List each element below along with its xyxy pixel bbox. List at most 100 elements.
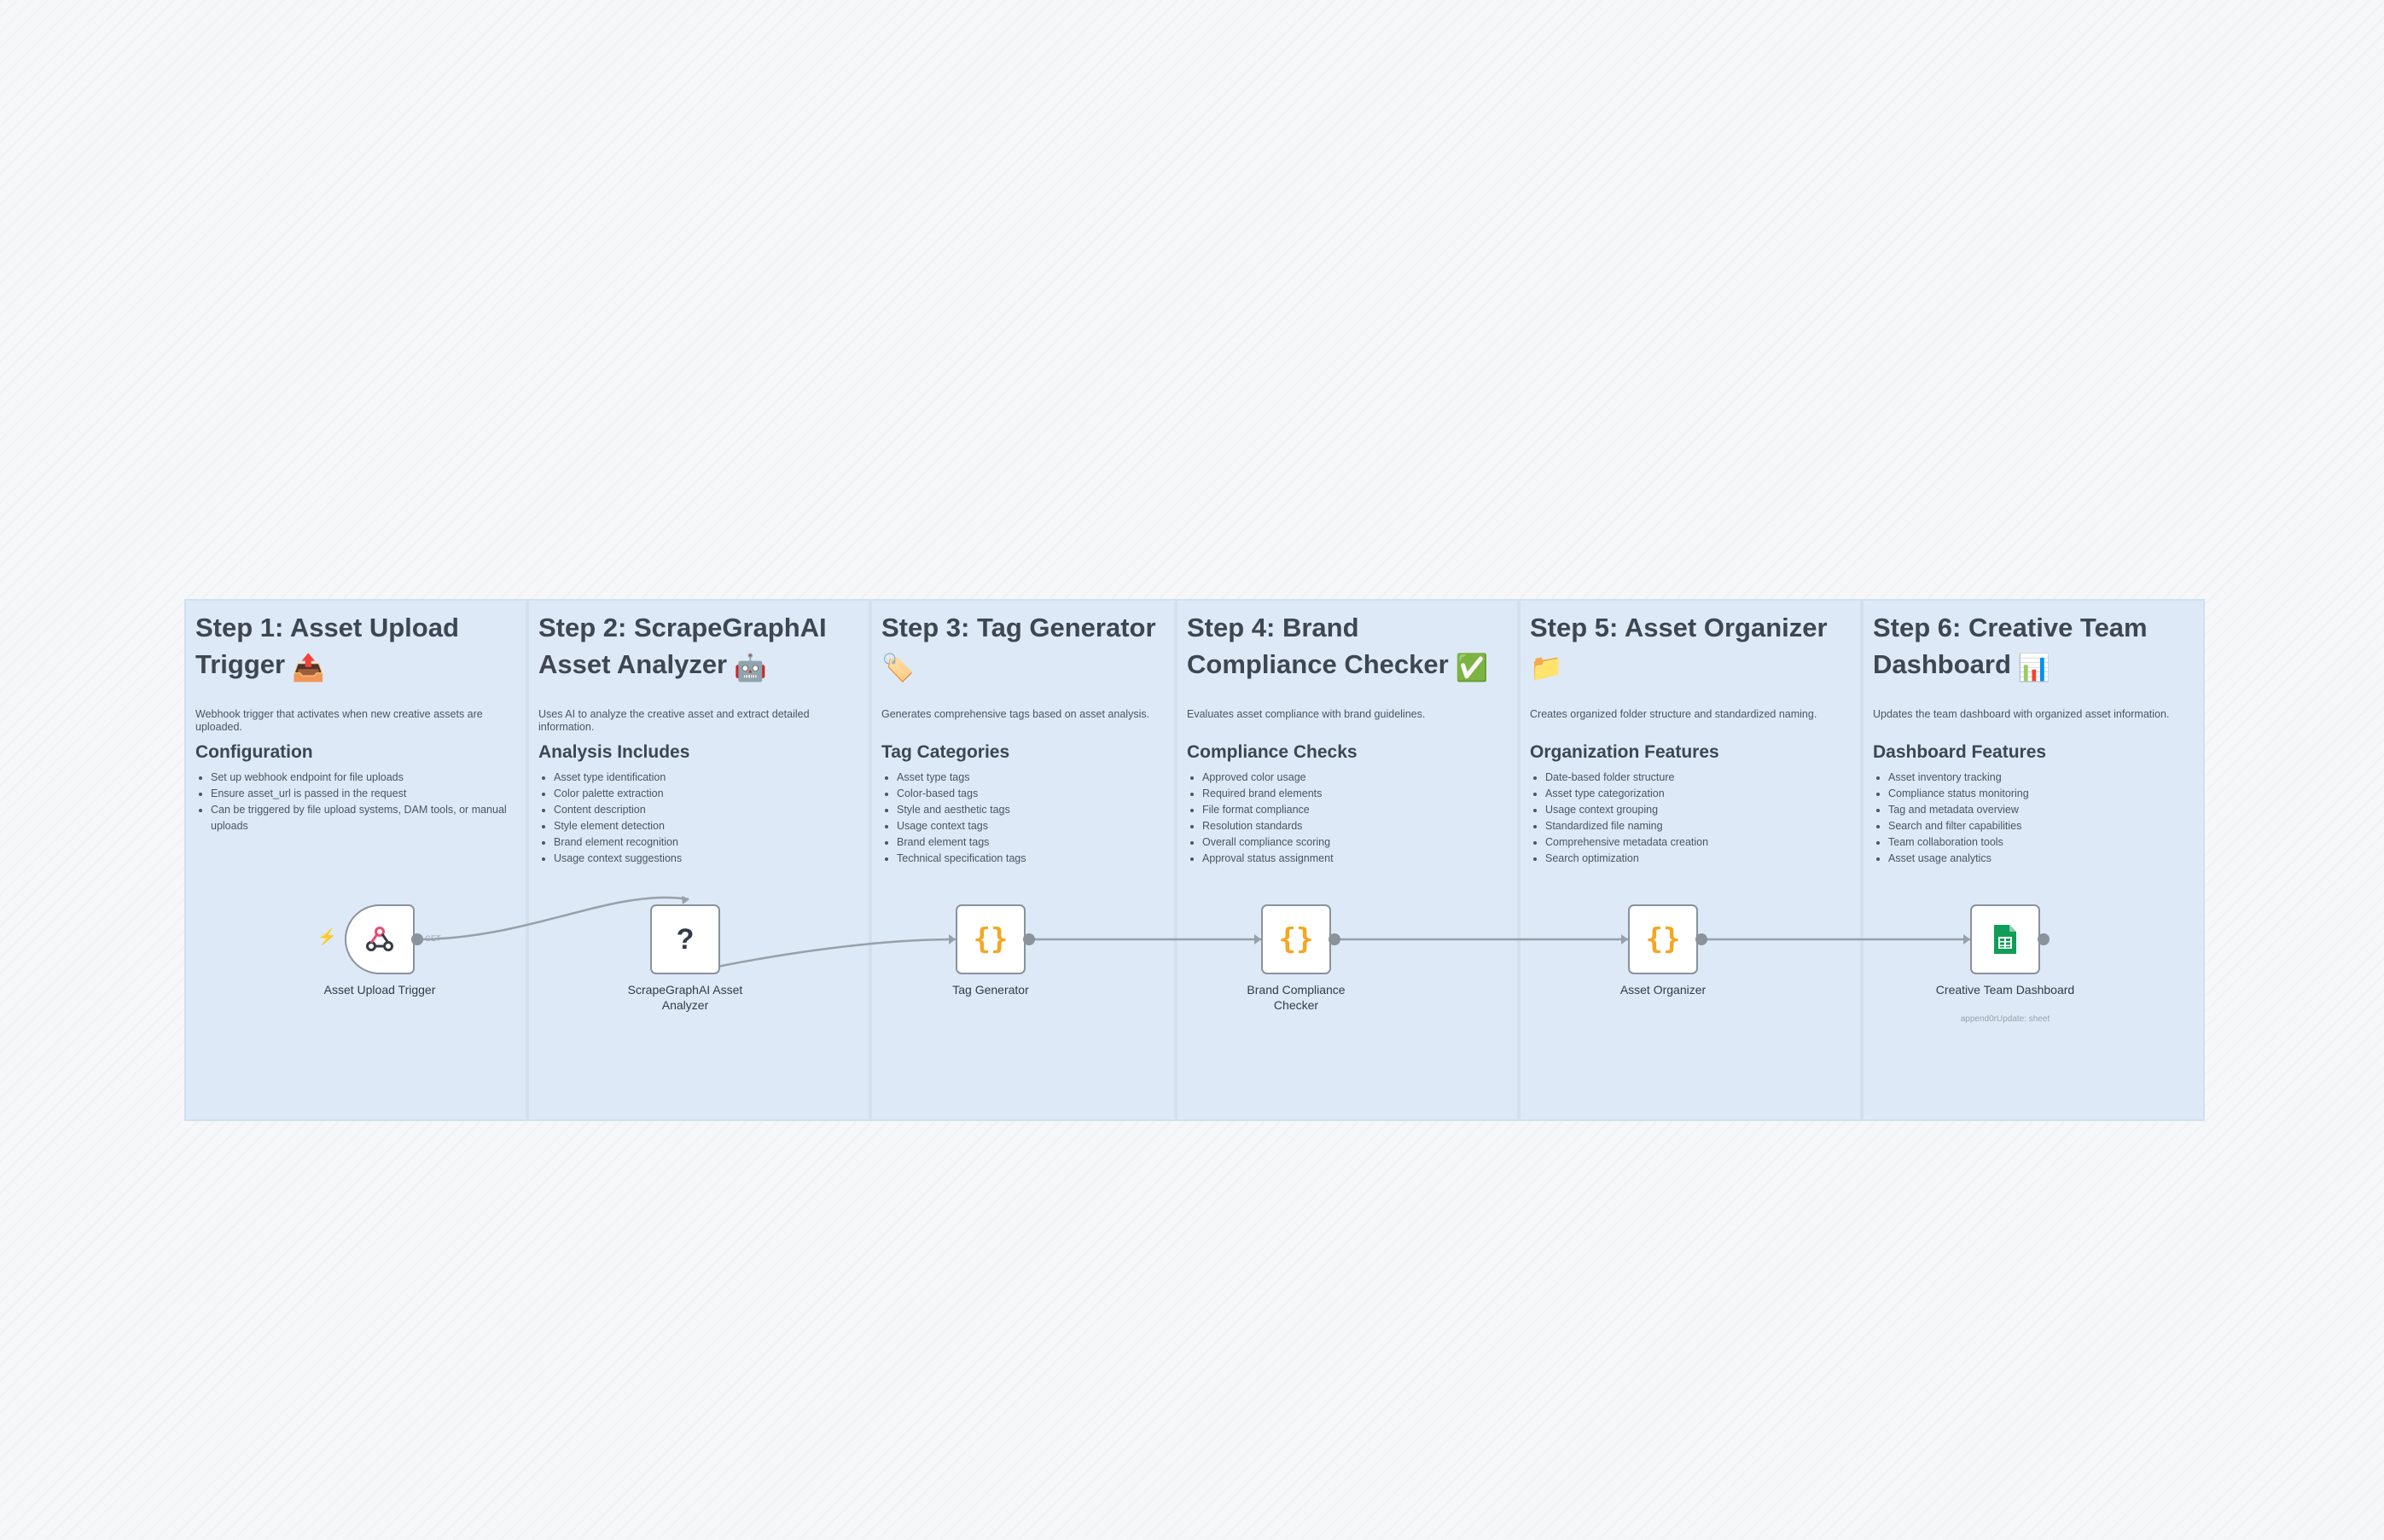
list-item: Required brand elements <box>1202 786 1508 802</box>
note-title: Step 5: Asset Organizer📁 <box>1530 609 1851 686</box>
sticky-note-step-2[interactable]: Step 2: ScrapeGraphAI Asset Analyzer🤖 Us… <box>527 599 870 1121</box>
sticky-note-step-4[interactable]: Step 4: Brand Compliance Checker✅ Evalua… <box>1176 599 1519 1121</box>
arrow-head <box>949 934 956 944</box>
webhook-method-label: GET <box>425 934 441 943</box>
code-braces-icon: {} <box>1645 922 1681 956</box>
list-item: File format compliance <box>1202 802 1508 818</box>
list-item: Content description <box>554 802 859 818</box>
list-item: Team collaboration tools <box>1888 834 2194 851</box>
list-item: Approval status assignment <box>1202 851 1508 867</box>
note-title: Step 3: Tag Generator🏷️ <box>881 609 1165 686</box>
list-item: Standardized file naming <box>1545 818 1851 834</box>
list-item: Overall compliance scoring <box>1202 834 1508 851</box>
sticky-note-step-3[interactable]: Step 3: Tag Generator🏷️ Generates compre… <box>870 599 1176 1121</box>
note-subheading: Dashboard Features <box>1873 742 2047 762</box>
sticky-note-step-6[interactable]: Step 6: Creative Team Dashboard📊 Updates… <box>1862 599 2205 1121</box>
note-subheading: Configuration <box>195 742 313 762</box>
note-title: Step 2: ScrapeGraphAI Asset Analyzer🤖 <box>538 609 859 686</box>
list-item: Tag and metadata overview <box>1888 802 2194 818</box>
arrow-head <box>1254 934 1261 944</box>
webhook-icon <box>366 927 393 951</box>
note-title: Step 4: Brand Compliance Checker✅ <box>1187 609 1508 686</box>
list-item: Style and aesthetic tags <box>897 802 1165 818</box>
list-item: Technical specification tags <box>897 851 1165 867</box>
list-item: Style element detection <box>554 818 859 834</box>
trigger-bolt-icon: ⚡ <box>317 928 337 945</box>
node-label: Asset Upload Trigger <box>323 983 436 997</box>
note-description: Evaluates asset compliance with brand gu… <box>1187 708 1426 720</box>
node-brand-compliance-checker[interactable]: {} <box>1261 904 1331 974</box>
note-description: Uses AI to analyze the creative asset an… <box>538 708 810 733</box>
note-description: Webhook trigger that activates when new … <box>195 708 483 733</box>
node-label: Creative Team Dashboard <box>1935 983 2075 997</box>
connection-analyzer-to-tag-generator[interactable] <box>688 938 957 974</box>
note-list: Asset type identification Color palette … <box>538 770 859 867</box>
list-item: Asset type identification <box>554 770 859 786</box>
list-item: Date-based folder structure <box>1545 770 1851 786</box>
list-item: Usage context grouping <box>1545 802 1851 818</box>
note-title: Step 1: Asset Upload Trigger📤 <box>195 609 516 686</box>
list-item: Brand element tags <box>897 834 1165 851</box>
list-item: Asset type categorization <box>1545 786 1851 802</box>
code-braces-icon: {} <box>1278 922 1314 956</box>
note-list: Approved color usage Required brand elem… <box>1187 770 1508 867</box>
list-item: Color palette extraction <box>554 786 859 802</box>
node-label: Asset Organizer <box>1619 983 1707 997</box>
note-title: Step 6: Creative Team Dashboard📊 <box>1873 609 2194 686</box>
note-description: Updates the team dashboard with organize… <box>1873 708 2170 720</box>
node-label: Tag Generator <box>952 983 1029 997</box>
inbox-tray-emoji-icon: 📤 <box>292 653 325 683</box>
list-item: Resolution standards <box>1202 818 1508 834</box>
node-label: ScrapeGraphAI Asset Analyzer <box>627 983 743 1012</box>
output-handle[interactable] <box>1023 933 1035 945</box>
label-tag-emoji-icon: 🏷️ <box>881 653 915 683</box>
arrow-head <box>1963 934 1970 944</box>
list-item: Asset inventory tracking <box>1888 770 2194 786</box>
arrow-head <box>682 896 689 904</box>
list-item: Approved color usage <box>1202 770 1508 786</box>
output-handle[interactable] <box>1329 933 1340 945</box>
list-item: Asset usage analytics <box>1888 851 2194 867</box>
node-tag-generator[interactable]: {} <box>956 904 1026 974</box>
note-list: Asset inventory tracking Compliance stat… <box>1873 770 2194 867</box>
list-item: Color-based tags <box>897 786 1165 802</box>
node-label: Brand Compliance Checker <box>1247 983 1346 1012</box>
note-list: Asset type tags Color-based tags Style a… <box>881 770 1165 867</box>
arrow-head <box>1621 934 1628 944</box>
node-creative-team-dashboard[interactable] <box>1970 904 2040 974</box>
note-subheading: Compliance Checks <box>1187 742 1358 762</box>
note-description: Creates organized folder structure and s… <box>1530 708 1817 720</box>
google-sheets-icon <box>1994 925 2016 954</box>
list-item: Usage context tags <box>897 818 1165 834</box>
node-scrapegraphai-asset-analyzer[interactable]: ? <box>650 904 720 974</box>
robot-emoji-icon: 🤖 <box>734 653 767 683</box>
output-handle[interactable] <box>411 933 423 945</box>
note-list: Set up webhook endpoint for file uploads… <box>195 770 516 834</box>
node-asset-organizer[interactable]: {} <box>1628 904 1698 974</box>
code-braces-icon: {} <box>973 922 1009 956</box>
list-item: Set up webhook endpoint for file uploads <box>211 770 516 786</box>
node-subtitle: append0rUpdate: sheet <box>1960 1014 2050 1024</box>
list-item: Compliance status monitoring <box>1888 786 2194 802</box>
sticky-note-step-1[interactable]: Step 1: Asset Upload Trigger📤 Webhook tr… <box>184 599 527 1121</box>
question-mark-icon: ? <box>676 922 695 956</box>
note-description: Generates comprehensive tags based on as… <box>881 708 1150 720</box>
node-asset-upload-trigger[interactable] <box>345 904 415 974</box>
connection-trigger-to-analyzer[interactable] <box>417 896 689 941</box>
bar-chart-emoji-icon: 📊 <box>2017 653 2051 683</box>
note-list: Date-based folder structure Asset type c… <box>1530 770 1851 867</box>
note-subheading: Analysis Includes <box>538 742 690 762</box>
check-mark-emoji-icon: ✅ <box>1455 653 1489 683</box>
sticky-note-step-5[interactable]: Step 5: Asset Organizer📁 Creates organiz… <box>1519 599 1862 1121</box>
note-subheading: Tag Categories <box>881 742 1010 762</box>
list-item: Brand element recognition <box>554 834 859 851</box>
list-item: Can be triggered by file upload systems,… <box>211 802 516 834</box>
list-item: Search and filter capabilities <box>1888 818 2194 834</box>
list-item: Search optimization <box>1545 851 1851 867</box>
output-handle[interactable] <box>1695 933 1707 945</box>
output-handle[interactable] <box>2038 933 2050 945</box>
list-item: Ensure asset_url is passed in the reques… <box>211 786 516 802</box>
folder-emoji-icon: 📁 <box>1530 653 1563 683</box>
